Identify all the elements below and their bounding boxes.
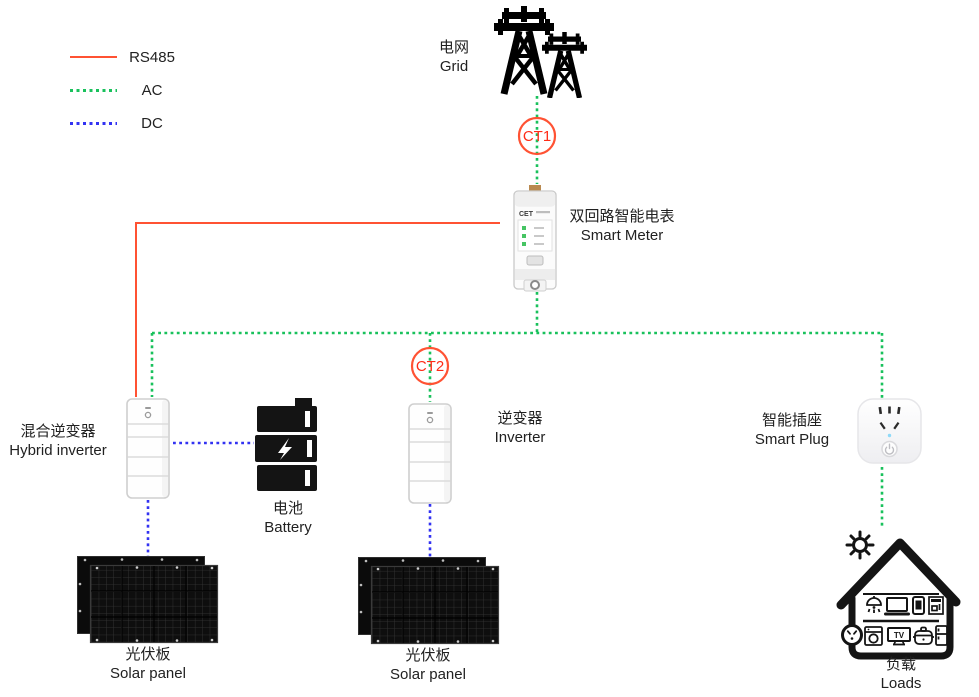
plug-led <box>887 433 892 438</box>
solar-panel-center-label: 光伏板 Solar panel <box>378 646 478 684</box>
smart-plug-label-zh: 智能插座 <box>761 412 822 429</box>
inverter-label-zh: 逆变器 <box>497 410 543 427</box>
meter-brand-text: CET <box>519 211 534 218</box>
rice-cooker-icon <box>913 626 934 645</box>
ct2-circle <box>410 346 450 386</box>
legend-label-rs485: RS485 <box>129 48 175 66</box>
smart-meter-label-en: Smart Meter <box>580 227 664 244</box>
washing-machine-icon <box>864 626 883 646</box>
legend-label-ac: AC <box>141 81 163 99</box>
battery-icon <box>255 398 317 491</box>
battery-lightning-icon <box>278 438 292 460</box>
house-walls <box>848 594 954 660</box>
smart-meter-icon: CET <box>513 185 557 292</box>
lamp-icon <box>866 596 882 613</box>
dc-wires <box>146 441 432 557</box>
grid-label: 电网 Grid <box>404 38 504 76</box>
meter-terminal <box>529 185 541 193</box>
laptop-icon <box>884 597 910 616</box>
loads-label-zh: 负载 <box>885 656 916 673</box>
ct1-marker: CT1 <box>517 116 557 156</box>
ct2-label: CT2 <box>416 358 444 375</box>
legend: RS485 AC DC <box>70 44 181 143</box>
smart-meter-label: 双回路智能电表 Smart Meter <box>542 207 702 245</box>
rs485-wires <box>135 222 500 397</box>
ct1-label: CT1 <box>523 128 551 145</box>
house-roof <box>836 538 961 610</box>
smart-plug-label: 智能插座 Smart Plug <box>742 411 842 449</box>
grid-label-zh: 电网 <box>438 39 469 56</box>
solar-panel-center-label-en: Solar panel <box>390 666 466 683</box>
tv-label: TV <box>894 631 905 640</box>
rs485-line-sample <box>70 56 117 58</box>
phone-icon <box>912 596 925 615</box>
solar-panel-center-icon <box>358 557 500 645</box>
legend-item-dc: DC <box>70 110 181 136</box>
ac-line-sample <box>70 88 117 92</box>
ct1-circle <box>517 116 557 156</box>
coffee-maker-icon <box>928 596 944 615</box>
inverter-icon <box>408 403 452 504</box>
hybrid-inverter-label-en: Hybrid inverter <box>9 442 107 459</box>
sun-icon <box>845 530 875 560</box>
loads-label: 负载 Loads <box>861 655 941 693</box>
wall-socket-icon <box>841 624 863 646</box>
dc-line-sample <box>70 121 117 125</box>
smart-plug-icon <box>857 398 922 464</box>
ct2-marker: CT2 <box>410 346 450 386</box>
solar-panel-left-icon <box>77 556 219 644</box>
smart-plug-label-en: Smart Plug <box>754 431 830 448</box>
inverter-label: 逆变器 Inverter <box>480 409 560 447</box>
battery-label-zh: 电池 <box>272 500 303 517</box>
smart-meter-label-zh: 双回路智能电表 <box>569 208 675 225</box>
solar-panel-left-label-en: Solar panel <box>110 665 186 682</box>
battery-label: 电池 Battery <box>248 499 328 537</box>
grid-label-en: Grid <box>439 58 469 75</box>
fridge-icon <box>935 625 948 646</box>
inverter-label-en: Inverter <box>494 429 546 446</box>
legend-label-dc: DC <box>141 114 163 132</box>
solar-panel-center-label-zh: 光伏板 <box>405 647 451 664</box>
hybrid-inverter-label: 混合逆变器 Hybrid inverter <box>1 422 115 460</box>
tv-icon: TV <box>887 627 911 646</box>
hybrid-inverter-icon <box>126 398 170 499</box>
wire-meter-to-hybrid-inverter-rs485 <box>135 222 500 397</box>
power-icon <box>884 443 895 455</box>
solar-panel-left-label: 光伏板 Solar panel <box>98 645 198 683</box>
loads-label-en: Loads <box>880 675 922 692</box>
ac-wires <box>150 96 884 529</box>
hybrid-inverter-label-zh: 混合逆变器 <box>20 423 96 440</box>
grid-tower-icon <box>494 6 587 98</box>
legend-item-ac: AC <box>70 77 181 103</box>
legend-item-rs485: RS485 <box>70 44 181 70</box>
solar-panel-left-label-zh: 光伏板 <box>125 646 171 663</box>
battery-label-en: Battery <box>264 519 312 536</box>
loads-house-icon: TV <box>836 530 961 660</box>
